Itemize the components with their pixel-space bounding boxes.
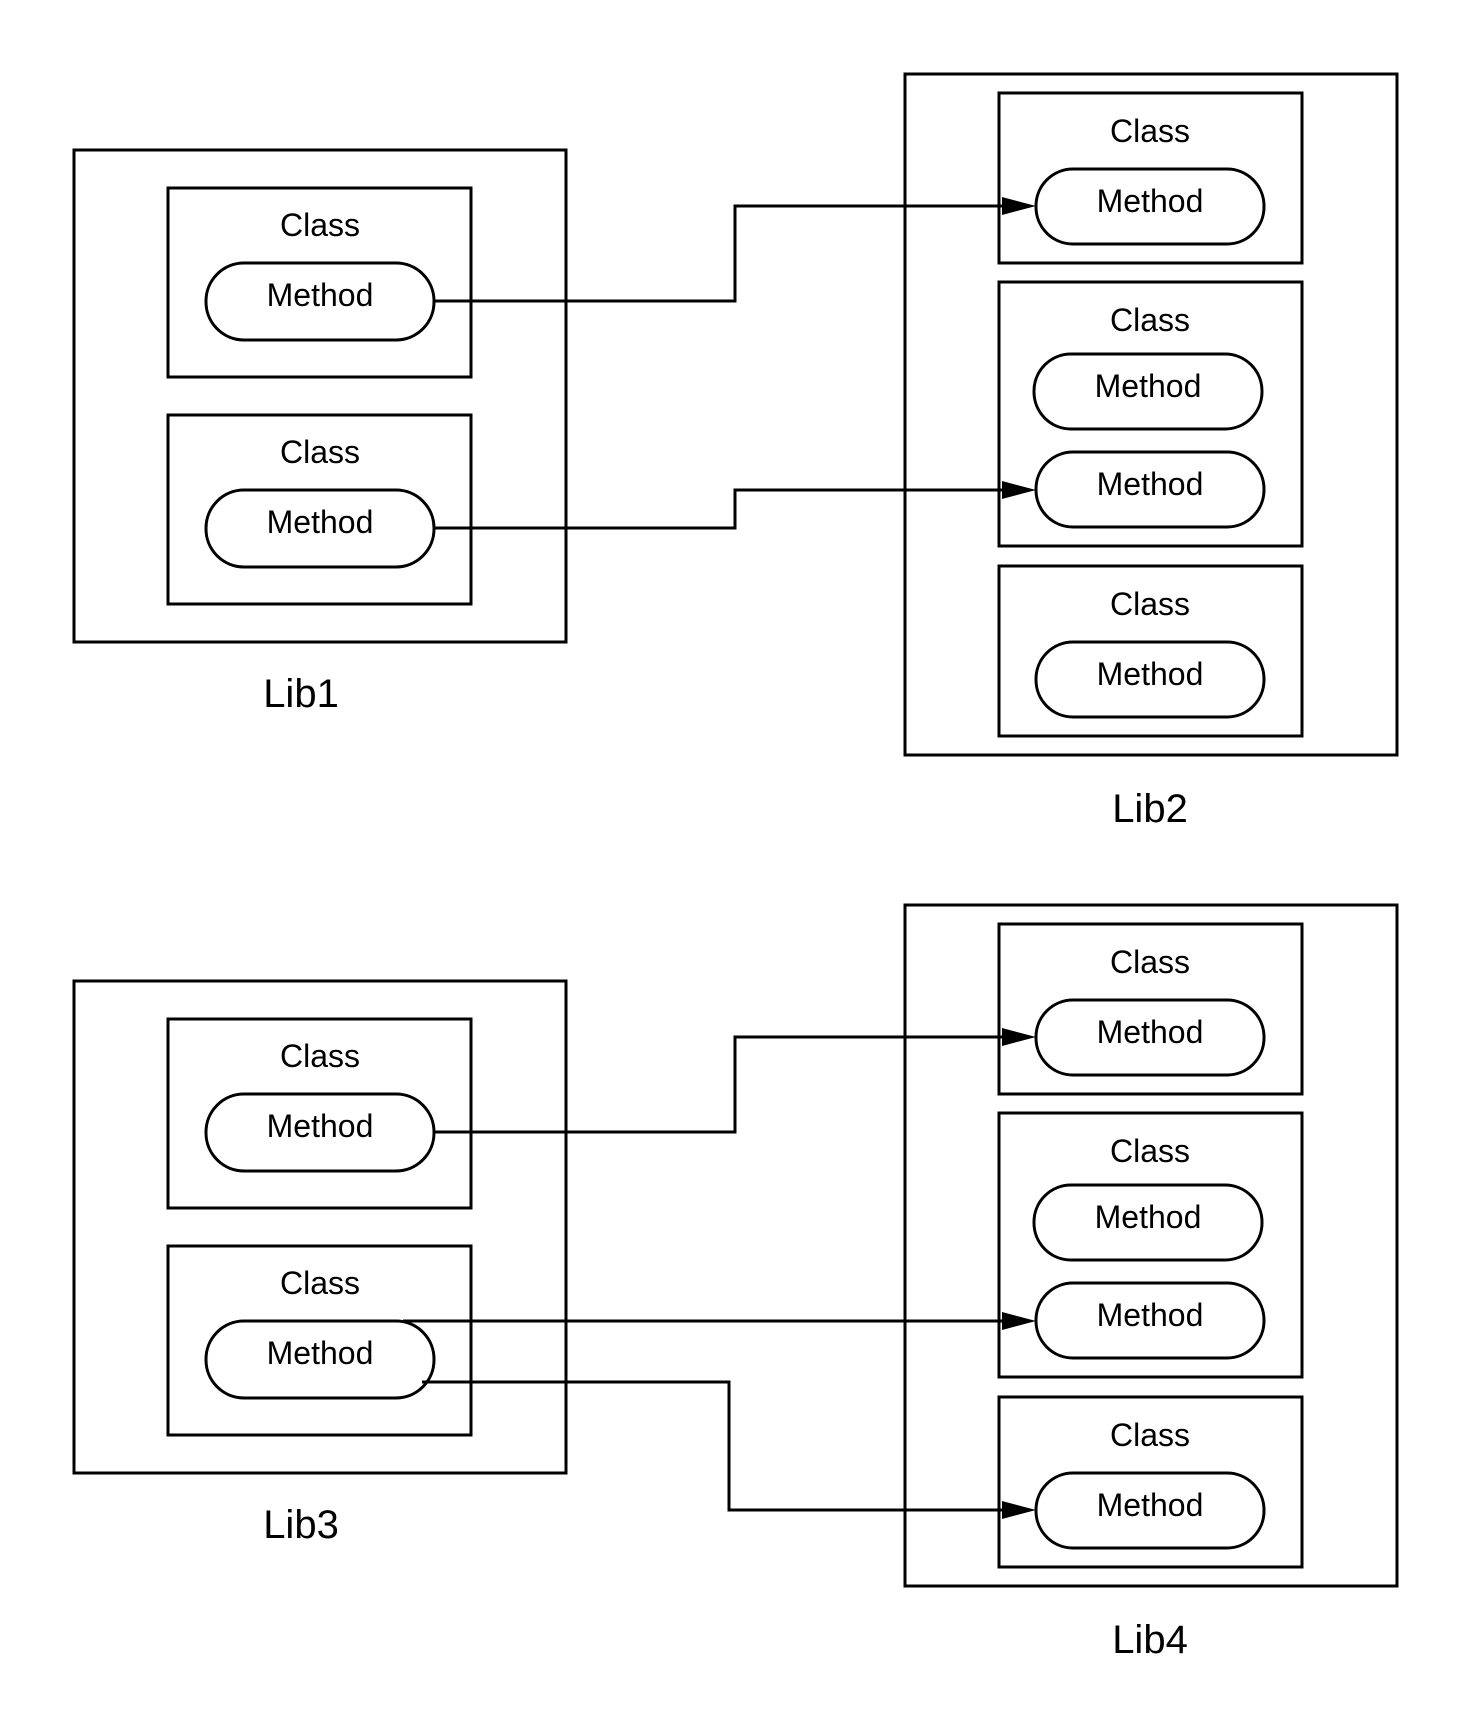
- connector-line: [422, 1380, 1006, 1512]
- class-label: Class: [1110, 302, 1190, 338]
- library-label: Lib4: [1112, 1618, 1188, 1662]
- library-box: [903, 72, 1399, 757]
- class-label: Class: [1110, 944, 1190, 980]
- method-label: Method: [1097, 466, 1204, 502]
- library-box: [903, 903, 1399, 1588]
- class-rect: [166, 1017, 473, 1210]
- call-connector: [434, 1028, 1036, 1134]
- method-pill: [1034, 640, 1266, 719]
- connector-line: [434, 488, 1006, 530]
- method-pill: [1032, 1183, 1264, 1262]
- class-label: Class: [1110, 113, 1190, 149]
- class-rect: [997, 1111, 1304, 1379]
- method-pill: [204, 1319, 436, 1400]
- arrowhead: [1002, 481, 1036, 499]
- library-label: Lib3: [263, 1503, 339, 1547]
- connector-line: [434, 204, 1006, 303]
- class-box: Class Method: [997, 564, 1304, 738]
- class-box: Class Method Method: [997, 1111, 1304, 1379]
- connectors: [403, 197, 1036, 1519]
- class-box: Class Method: [997, 922, 1304, 1096]
- method-pill: [1034, 167, 1266, 246]
- library-lib1: Class Method Class Method Lib1: [72, 148, 568, 716]
- class-box: Class Method: [166, 1017, 473, 1210]
- class-rect: [997, 91, 1304, 265]
- library-box: [72, 148, 568, 644]
- method-pill: [1032, 352, 1264, 431]
- method-label: Method: [267, 1335, 374, 1371]
- method-pill: [1034, 1471, 1266, 1550]
- method-pill: [1034, 998, 1266, 1077]
- method-label: Method: [1095, 1199, 1202, 1235]
- class-rect: [166, 186, 473, 379]
- call-connector: [434, 197, 1036, 303]
- class-label: Class: [280, 1265, 360, 1301]
- arrowhead: [1002, 1028, 1036, 1046]
- method-label: Method: [1097, 1297, 1204, 1333]
- method-pill: [1034, 450, 1266, 529]
- method-label: Method: [1095, 368, 1202, 404]
- call-connector: [434, 481, 1036, 530]
- arrowhead: [1002, 1501, 1036, 1519]
- class-label: Class: [1110, 586, 1190, 622]
- class-rect: [166, 1244, 473, 1437]
- library-lib4: Class Method Class Method Method Class M…: [903, 903, 1399, 1662]
- class-rect: [166, 413, 473, 606]
- connector-line: [434, 1035, 1006, 1134]
- class-rect: [997, 922, 1304, 1096]
- class-box: Class Method Method: [997, 280, 1304, 548]
- call-connector: [422, 1380, 1036, 1519]
- method-label: Method: [267, 277, 374, 313]
- call-connector: [403, 1312, 1036, 1330]
- class-box: Class Method: [166, 1244, 473, 1437]
- library-label: Lib2: [1112, 787, 1188, 831]
- method-label: Method: [267, 1108, 374, 1144]
- arrowhead: [1002, 1312, 1036, 1330]
- method-pill: [1034, 1281, 1266, 1360]
- class-rect: [997, 1395, 1304, 1569]
- method-label: Method: [1097, 656, 1204, 692]
- class-box: Class Method: [997, 91, 1304, 265]
- library-label: Lib1: [263, 672, 339, 716]
- class-label: Class: [1110, 1417, 1190, 1453]
- class-label: Class: [280, 434, 360, 470]
- class-box: Class Method: [166, 413, 473, 606]
- class-label: Class: [1110, 1133, 1190, 1169]
- class-label: Class: [280, 1038, 360, 1074]
- method-label: Method: [1097, 1487, 1204, 1523]
- method-label: Method: [1097, 183, 1204, 219]
- class-rect: [997, 280, 1304, 548]
- class-label: Class: [280, 207, 360, 243]
- class-box: Class Method: [166, 186, 473, 379]
- library-lib2: Class Method Class Method Method Class M…: [903, 72, 1399, 831]
- library-lib3: Class Method Class Method Lib3: [72, 979, 568, 1547]
- class-rect: [997, 564, 1304, 738]
- method-label: Method: [267, 504, 374, 540]
- method-label: Method: [1097, 1014, 1204, 1050]
- arrowhead: [1002, 197, 1036, 215]
- library-box: [72, 979, 568, 1475]
- class-box: Class Method: [997, 1395, 1304, 1569]
